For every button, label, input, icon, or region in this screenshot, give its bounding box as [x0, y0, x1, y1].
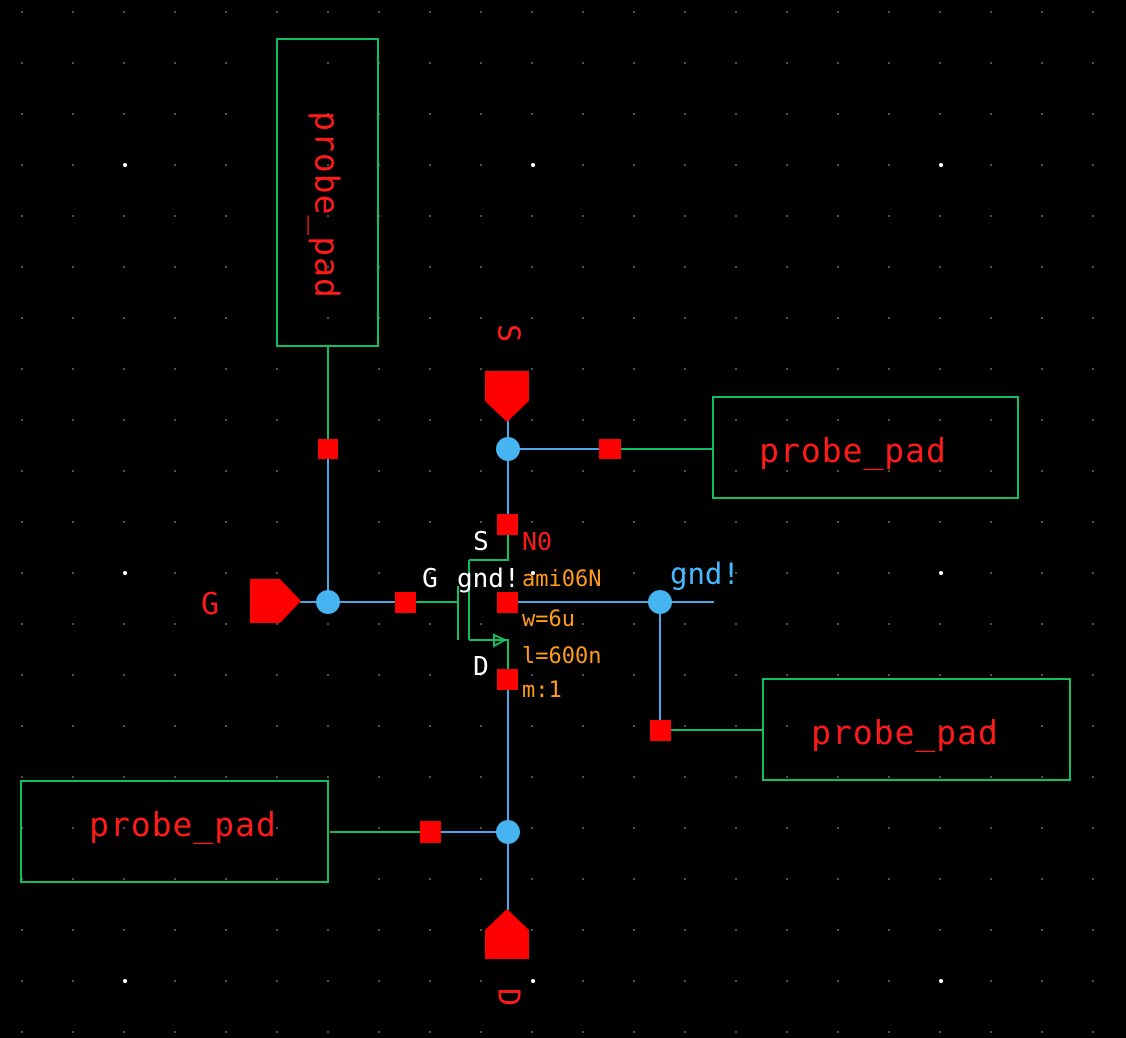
probe-pad-source[interactable]: probe_pad [712, 396, 1019, 499]
pad-source-connector[interactable] [599, 439, 621, 459]
pad-wires [327, 347, 763, 833]
junction-source [496, 437, 520, 461]
probe-pad-source-label: probe_pad [759, 431, 947, 471]
net-label-gnd: gnd! [670, 557, 740, 591]
pin-drain-shape[interactable] [485, 909, 529, 959]
source-terminal-connector[interactable] [497, 514, 518, 535]
terminal-gate-label: G [422, 564, 438, 594]
drain-terminal-connector[interactable] [497, 669, 518, 690]
probe-pad-drain-label: probe_pad [89, 805, 277, 845]
terminal-bulk-label: gnd! [457, 564, 520, 594]
pins: S G D [201, 324, 529, 1006]
connection-points [318, 439, 671, 843]
nmos-transistor[interactable] [405, 524, 509, 679]
cell-name: ami06N [522, 567, 601, 592]
instance-name: N0 [522, 527, 552, 556]
drain-arrow [493, 633, 508, 648]
pad-bulk-connector[interactable] [650, 720, 671, 741]
param-length: l=600n [522, 644, 601, 669]
terminal-source-label: S [473, 527, 489, 557]
probe-pad-bulk-label: probe_pad [811, 713, 999, 753]
pin-source-label: S [491, 324, 526, 342]
param-width: w=6u [522, 607, 575, 632]
gate-terminal-connector[interactable] [395, 592, 416, 613]
net-wires [300, 420, 714, 910]
terminal-drain-label: D [473, 652, 489, 682]
pad-gate-connector[interactable] [318, 439, 338, 459]
junctions [316, 437, 672, 844]
bulk-terminal-connector[interactable] [497, 592, 518, 613]
pad-drain-connector[interactable] [420, 821, 441, 843]
probe-pad-gate[interactable]: probe_pad [276, 38, 379, 347]
junction-bulk [648, 590, 672, 614]
pin-gate-shape[interactable] [250, 579, 301, 623]
junction-drain [496, 820, 520, 844]
transistor-labels: S G D gnd! N0 ami06N w=6u l=600n m:1 gnd… [422, 527, 740, 703]
probe-pad-gate-label: probe_pad [307, 111, 347, 299]
grid-dots [21, 11, 1094, 1033]
pin-gate-label: G [201, 587, 219, 622]
drain-lead [469, 639, 509, 679]
probe-pad-drain[interactable]: probe_pad [20, 780, 329, 883]
junction-gate [316, 590, 340, 614]
source-lead [469, 524, 509, 561]
pin-drain-label: D [491, 988, 526, 1006]
probe-pad-bulk[interactable]: probe_pad [762, 678, 1071, 781]
param-multiplier: m:1 [522, 678, 562, 703]
pin-source-shape[interactable] [485, 371, 529, 422]
probe-pads: probe_pad probe_pad probe_pad probe_pad [20, 38, 1071, 883]
